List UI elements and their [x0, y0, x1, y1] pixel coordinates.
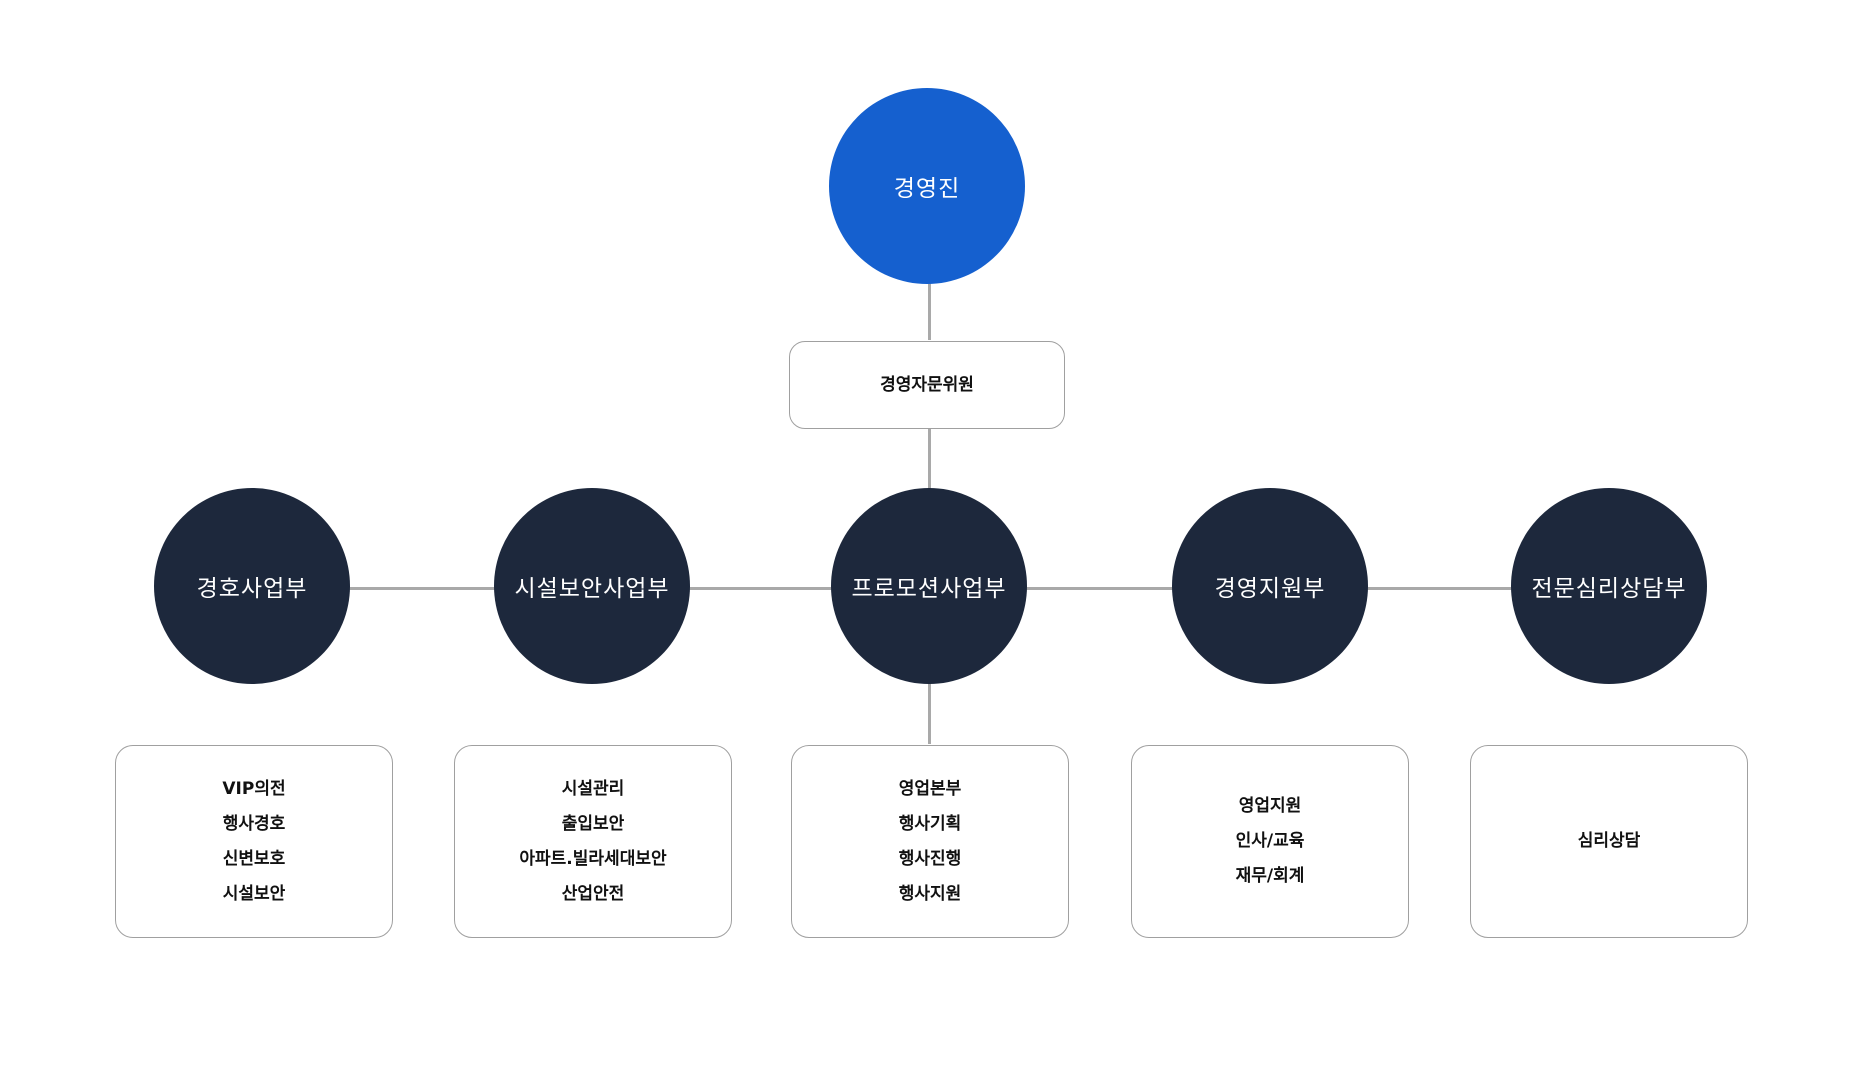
list-item: 영업지원: [1238, 796, 1302, 816]
department-node-promotion: 프로모션사업부: [831, 488, 1027, 684]
department-box-facility: 시설관리 출입보안 아파트.빌라세대보안 산업안전: [454, 745, 732, 938]
connector-executive-advisory: [928, 283, 931, 340]
list-item: 신변보호: [222, 848, 286, 869]
list-item: 영업본부: [898, 778, 962, 799]
list-item: 행사지원: [898, 883, 962, 904]
department-label: 경호사업부: [196, 576, 308, 602]
list-item: 행사진행: [898, 848, 962, 869]
department-label: 경영지원부: [1214, 576, 1326, 602]
list-item: 심리상담: [1577, 831, 1641, 851]
connector-advisory-department: [928, 427, 931, 489]
list-item: 시설보안: [222, 883, 286, 904]
list-item: 시설관리: [561, 778, 625, 799]
department-box-security: VIP의전 행사경호 신변보호 시설보안: [115, 745, 393, 938]
list-item: 아파트.빌라세대보안: [519, 848, 667, 869]
list-item: 행사기획: [898, 813, 962, 834]
list-item: 행사경호: [222, 813, 286, 834]
department-box-promotion: 영업본부 행사기획 행사진행 행사지원: [791, 745, 1069, 938]
department-label: 전문심리상담부: [1531, 576, 1687, 602]
department-node-facility: 시설보안사업부: [494, 488, 690, 684]
executive-label: 경영진: [893, 176, 961, 202]
department-node-management: 경영지원부: [1172, 488, 1368, 684]
department-node-counseling: 전문심리상담부: [1511, 488, 1707, 684]
department-node-security: 경호사업부: [154, 488, 350, 684]
list-item: 산업안전: [561, 883, 625, 904]
connector-promotion-box: [928, 682, 931, 744]
list-item: 인사/교육: [1235, 831, 1305, 851]
department-box-counseling: 심리상담: [1470, 745, 1748, 938]
department-label: 시설보안사업부: [514, 576, 670, 602]
list-item: 출입보안: [561, 813, 625, 834]
department-label: 프로모션사업부: [851, 576, 1007, 602]
advisory-label: 경영자문위원: [880, 374, 974, 395]
list-item: 재무/회계: [1235, 866, 1305, 886]
executive-node: 경영진: [829, 88, 1025, 284]
department-box-management: 영업지원 인사/교육 재무/회계: [1131, 745, 1409, 938]
advisory-box: 경영자문위원: [789, 341, 1065, 429]
list-item: VIP의전: [222, 778, 286, 799]
